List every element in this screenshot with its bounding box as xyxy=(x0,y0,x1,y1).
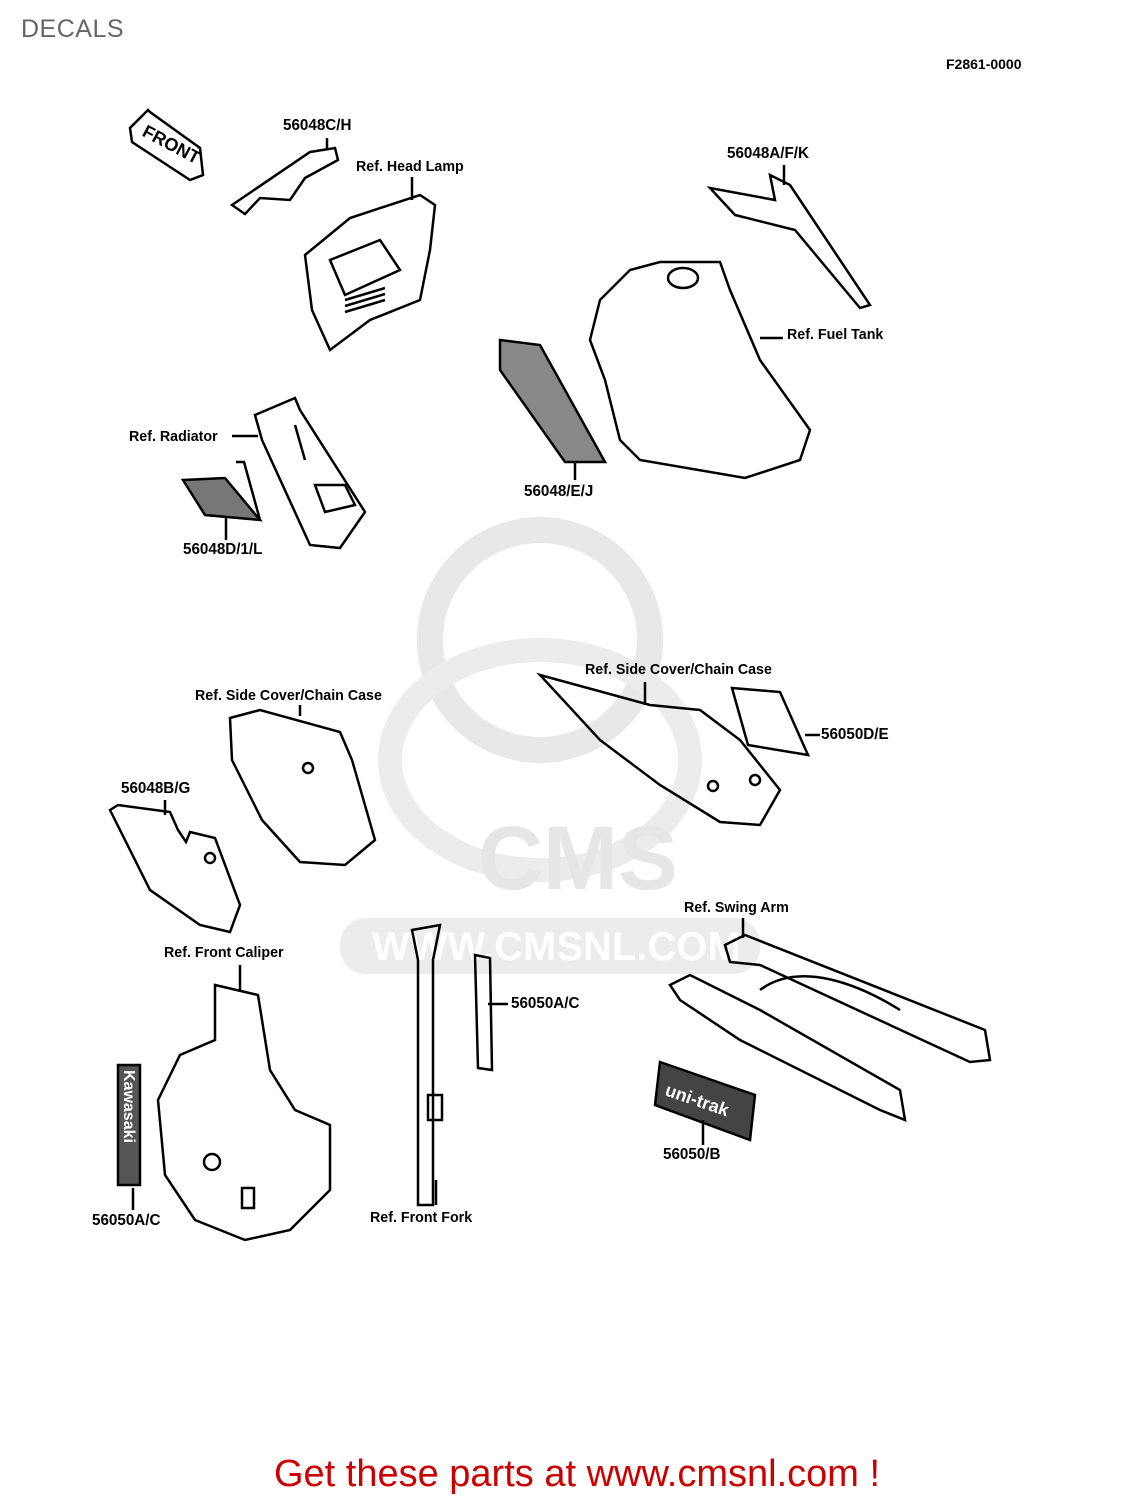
label-56050a-c-caliper: 56050A/C xyxy=(92,1212,161,1229)
front-caliper-guard xyxy=(156,983,332,1242)
swing-arm xyxy=(668,973,907,1122)
side-cover-left xyxy=(228,708,377,867)
label-56050d-e: 56050D/E xyxy=(821,726,889,743)
label-56050-b: 56050/B xyxy=(663,1146,721,1163)
label-56048-e-j: 56048/E/J xyxy=(524,483,594,500)
front-fork xyxy=(410,923,442,1207)
label-ref-side-cover-right: Ref. Side Cover/Chain Case xyxy=(585,661,772,678)
decal-56050a-fork[interactable] xyxy=(473,953,494,1072)
head-lamp xyxy=(303,193,437,352)
decal-56048a[interactable] xyxy=(706,172,872,310)
decal-56050b[interactable]: uni-trak xyxy=(653,1060,757,1142)
label-56048a-f-k: 56048A/F/K xyxy=(727,145,809,162)
side-cover-right xyxy=(536,672,782,827)
label-ref-fuel-tank: Ref. Fuel Tank xyxy=(787,326,884,343)
label-ref-front-caliper: Ref. Front Caliper xyxy=(164,944,284,961)
page-title: DECALS xyxy=(21,15,125,43)
decal-56048d[interactable] xyxy=(180,476,263,522)
watermark-cms: CMS xyxy=(478,809,678,909)
decal-56048-ej[interactable] xyxy=(498,338,608,464)
diagram-code: F2861-0000 xyxy=(946,56,1022,72)
label-ref-side-cover-left: Ref. Side Cover/Chain Case xyxy=(195,687,382,704)
decal-56050d[interactable] xyxy=(730,686,811,757)
decal-56048b[interactable] xyxy=(108,803,242,934)
radiator-shroud xyxy=(253,396,367,550)
label-56048d-1-l: 56048D/1/L xyxy=(183,541,263,558)
kawasaki-decal-text: Kawasaki xyxy=(120,1070,137,1143)
label-ref-radiator: Ref. Radiator xyxy=(129,428,218,445)
front-decal[interactable]: FRONT xyxy=(128,108,205,182)
footer-link[interactable]: Get these parts at www.cmsnl.com ! xyxy=(273,1453,881,1495)
label-ref-swing-arm: Ref. Swing Arm xyxy=(684,899,789,916)
label-56050a-c-fork: 56050A/C xyxy=(511,995,580,1012)
label-ref-head-lamp: Ref. Head Lamp xyxy=(356,158,464,175)
label-56048c-h: 56048C/H xyxy=(283,117,352,134)
decal-56050a-caliper[interactable]: Kawasaki xyxy=(116,1063,142,1187)
fuel-tank xyxy=(588,260,812,480)
decal-56048c[interactable] xyxy=(229,146,340,216)
label-56048b-g: 56048B/G xyxy=(121,780,191,797)
label-ref-front-fork: Ref. Front Fork xyxy=(370,1209,473,1226)
